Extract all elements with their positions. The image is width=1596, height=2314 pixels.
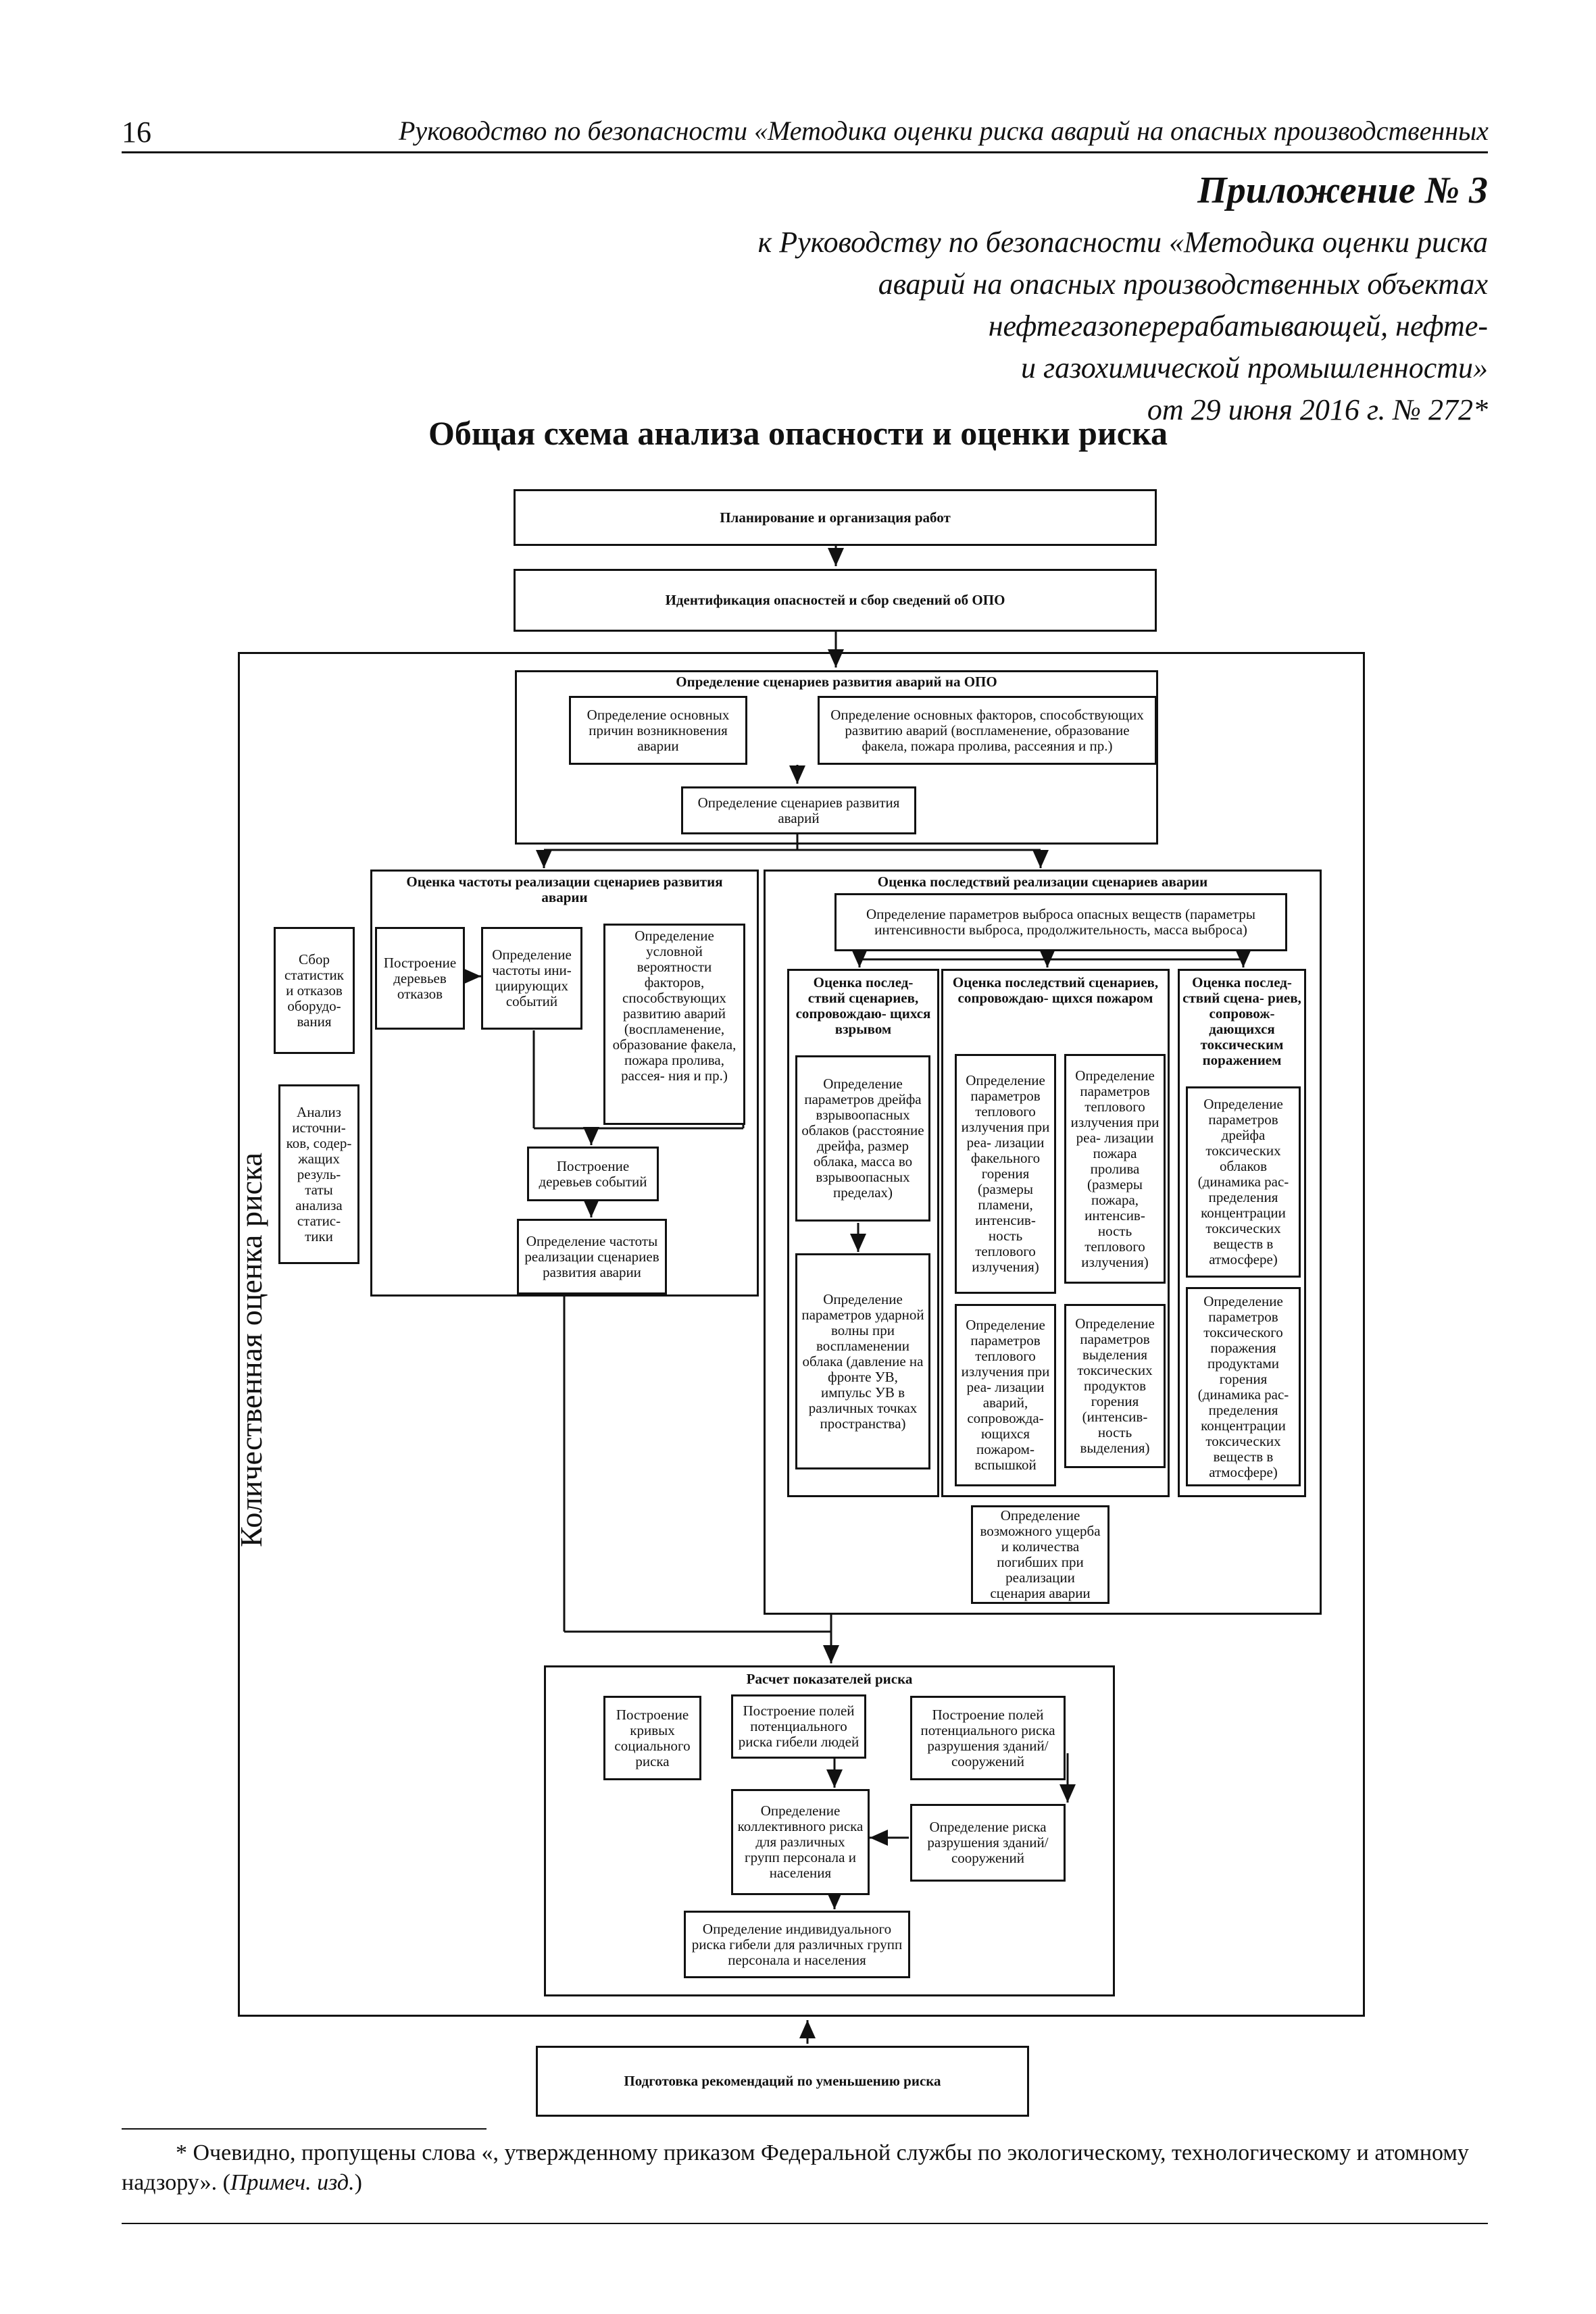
fire-group: Оценка последствий сценариев, сопровожда… [941, 969, 1170, 1497]
appendix-line: аварий на опасных производственных объек… [878, 268, 1488, 301]
recommendations-box: Подготовка рекомендаций по уменьшению ри… [536, 2046, 1029, 2117]
social-risk-box: Построение кривых социального риска [603, 1696, 701, 1780]
header-rule [122, 151, 1488, 153]
explosion-group-label: Оценка послед- ствий сценариев, сопровож… [795, 974, 931, 1037]
footnote-close: ) [354, 2170, 362, 2195]
release-parameters-box: Определение параметров выброса опасных в… [834, 893, 1287, 951]
appendix-line: к Руководству по безопасности «Методика … [757, 226, 1488, 259]
damage-box: Определение возможного ущерба и количест… [971, 1505, 1109, 1604]
explosion-group: Оценка послед- ствий сценариев, сопровож… [787, 969, 939, 1497]
planning-box: Планирование и организация работ [514, 489, 1157, 546]
scenarios-group: Определение сценариев развития аварий на… [515, 670, 1158, 845]
frequency-group: Оценка частоты реализации сценариев разв… [370, 870, 759, 1297]
fatality-field-box: Построение полей потенциального риска ги… [731, 1694, 866, 1759]
combustion-toxic-box: Определение параметров выделения токсиче… [1064, 1304, 1166, 1468]
collective-risk-box: Определение коллективного риска для разл… [731, 1789, 870, 1895]
drift-explosive-box: Определение параметров дрейфа взрывоопас… [795, 1055, 930, 1222]
toxic-drift-box: Определение параметров дрейфа токсически… [1186, 1086, 1301, 1278]
toxic-group: Оценка послед- ствий сцена- риев, сопров… [1178, 969, 1306, 1497]
consequences-group: Оценка последствий реализации сценариев … [764, 870, 1322, 1615]
flash-heat-box: Определение параметров теплового излучен… [955, 1304, 1056, 1486]
shock-wave-box: Определение параметров ударной волны при… [795, 1253, 930, 1469]
pool-heat-box: Определение параметров теплового излучен… [1064, 1054, 1166, 1284]
stats-collection-box: Сбор статистик и отказов оборудо- вания [274, 927, 355, 1054]
appendix-line: от 29 июня 2016 г. № 272* [1147, 393, 1488, 426]
identification-box: Идентификация опасностей и сбор сведений… [514, 569, 1157, 632]
torch-heat-box: Определение параметров теплового излучен… [955, 1054, 1056, 1294]
appendix-line: нефтегазоперерабатывающей, нефте- [988, 309, 1488, 343]
scenario-frequency-box: Определение частоты реализации сценариев… [517, 1219, 667, 1294]
frequency-group-label: Оценка частоты реализации сценариев разв… [406, 874, 723, 905]
conditional-probability-box: Определение условной вероятности факторо… [603, 924, 745, 1125]
risk-calculation-group: Расчет показателей риска [544, 1665, 1115, 1996]
fire-group-label: Оценка последствий сценариев, сопровожда… [952, 974, 1159, 1006]
appendix-title: Приложение № 3 [1197, 170, 1488, 211]
individual-risk-box: Определение индивидуального риска гибели… [684, 1911, 910, 1978]
fault-trees-box: Построение деревьев отказов [375, 927, 465, 1030]
toxic-group-label: Оценка послед- ствий сцена- риев, сопров… [1182, 974, 1301, 1068]
appendix-line: и газохимической промышленности» [1020, 351, 1488, 384]
destruction-risk-box: Определение риска разрушения зданий/соор… [910, 1804, 1066, 1882]
page-number: 16 [122, 116, 151, 149]
running-title: Руководство по безопасности «Методика оц… [399, 116, 1489, 146]
footnote: * Очевидно, пропущены слова «, утвержден… [122, 2138, 1488, 2198]
appendix-block: Приложение № 3 к Руководству по безопасн… [758, 169, 1488, 431]
main-causes-box: Определение основных причин возникновени… [569, 696, 747, 765]
scenarios-box: Определение сценариев развития аварий [681, 786, 916, 834]
footnote-rule [122, 2128, 487, 2130]
event-trees-box: Построение деревьев событий [527, 1147, 659, 1201]
footnote-text: * Очевидно, пропущены слова «, утвержден… [122, 2140, 1469, 2195]
bottom-rule [122, 2223, 1488, 2224]
scenarios-group-label: Определение сценариев развития аварий на… [676, 674, 997, 690]
scheme-title: Общая схема анализа опасности и оценки р… [428, 414, 1168, 452]
destruction-field-box: Построение полей потенциального риска ра… [910, 1696, 1066, 1780]
quantitative-assessment-frame [238, 652, 1365, 2017]
consequences-group-label: Оценка последствий реализации сценариев … [877, 874, 1208, 890]
quantitative-assessment-label: Количественная оценка риска [234, 1152, 268, 1547]
footnote-editor-note: Примеч. изд. [230, 2170, 355, 2195]
risk-calculation-group-label: Расчет показателей риска [746, 1671, 913, 1687]
main-factors-box: Определение основных факторов, способств… [818, 696, 1157, 765]
sources-analysis-box: Анализ источни- ков, содер- жащих резуль… [278, 1084, 359, 1264]
initiating-frequency-box: Определение частоты ини- циирующих событ… [481, 927, 582, 1030]
toxic-combustion-box: Определение параметров токсического пора… [1186, 1287, 1301, 1486]
